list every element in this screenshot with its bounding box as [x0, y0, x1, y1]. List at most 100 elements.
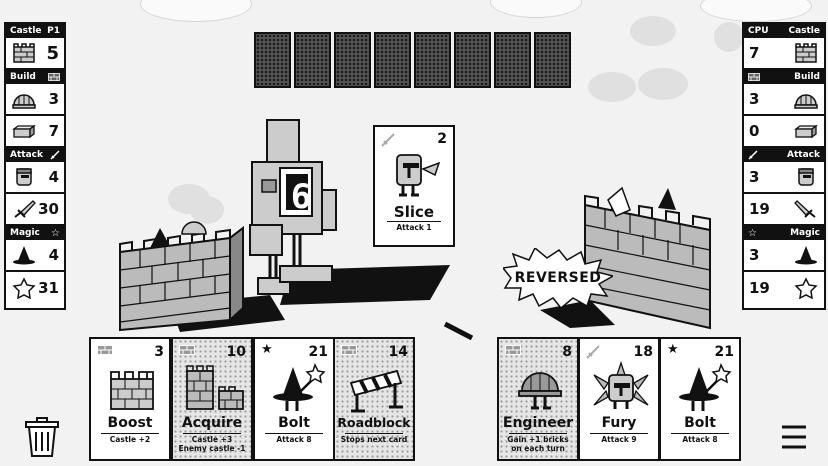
star-value: 31 — [38, 279, 59, 297]
knight-value: 4 — [48, 168, 59, 186]
card-description: Stops next card — [335, 435, 413, 444]
card-description-line: Attack 8 — [682, 435, 718, 444]
helmet-value: 3 — [48, 90, 59, 108]
knight-icon — [593, 361, 649, 409]
card-divider — [183, 433, 241, 434]
knight-icon — [16, 168, 32, 186]
card-description-line: Attack 8 — [276, 435, 312, 444]
player-label: P1 — [47, 26, 60, 36]
cpu-label: CPU — [748, 26, 769, 36]
attack-header: Attack — [6, 148, 64, 162]
status-text: REVERSED — [514, 270, 602, 286]
magic-header: ☆ Magic — [744, 226, 824, 240]
castle-value: 5 — [46, 42, 59, 64]
menu-icon[interactable] — [781, 424, 807, 450]
player-brick-row: 7 — [6, 116, 64, 148]
hand-card-boost[interactable]: 3 Boost Castle +2 — [89, 337, 171, 461]
card-description: Attack 8 — [255, 435, 333, 444]
card-back[interactable] — [254, 32, 291, 88]
thrown-sword — [443, 321, 474, 340]
cpu-card-fury: 18 Fury Attack 9 — [578, 337, 660, 461]
player-stats-panel: Castle P1 5 Build 3 7 Attack 4 30 Magic … — [4, 22, 66, 310]
card-back[interactable] — [414, 32, 451, 88]
helmet-icon — [794, 94, 818, 109]
hand-card-bolt[interactable]: ★ 21 Bolt Attack 8 — [253, 337, 335, 461]
cloud — [588, 72, 636, 102]
helmet-value: 3 — [749, 90, 760, 108]
cloud — [714, 22, 744, 52]
card-name: Slice — [393, 203, 435, 221]
card-divider — [101, 433, 159, 434]
castle-header: Castle P1 — [6, 24, 64, 38]
card-divider — [590, 433, 648, 434]
sword-icon — [381, 133, 395, 147]
brick-icon — [794, 124, 818, 139]
impact-burst — [607, 186, 631, 217]
player-castle-row: 5 — [6, 38, 64, 70]
player-hat-row: 4 — [6, 240, 64, 272]
played-card: 2 Slice Attack 1 — [373, 125, 455, 247]
build-header: Build — [744, 70, 824, 84]
knight-value: 3 — [749, 168, 760, 186]
castle-icon — [795, 43, 817, 63]
battle-scene — [119, 119, 711, 340]
helmet-icon — [181, 221, 207, 235]
magic-label: Magic — [10, 228, 40, 238]
card-description: Castle +2 — [91, 435, 169, 444]
card-back[interactable] — [454, 32, 491, 88]
hat-icon — [13, 246, 35, 265]
card-name: Boost — [107, 415, 153, 431]
hand-card-acquire[interactable]: 10 Acquire Castle +3 Enemy castle -1 — [171, 337, 253, 461]
wizard-icon — [679, 363, 732, 411]
card-back[interactable] — [294, 32, 331, 88]
castle-shadow — [540, 300, 615, 328]
card-name: Bolt — [278, 415, 310, 431]
roadblock-icon — [349, 369, 403, 413]
card-back[interactable] — [334, 32, 371, 88]
card-name: Acquire — [181, 415, 243, 431]
cpu-card-engineer: 8 Engineer Gain +1 bricks on each turn — [497, 337, 579, 461]
card-description-line: Gain +1 bricks — [507, 435, 569, 444]
card-name: Bolt — [684, 415, 716, 431]
card-divider — [509, 433, 567, 434]
castle-label: Castle — [788, 26, 820, 36]
castle-icon — [110, 371, 154, 410]
cpu-stats-panel: CPU Castle 7 Build 3 0 Attack 3 19 ☆ Mag… — [742, 22, 826, 310]
draw-deck[interactable] — [254, 32, 571, 88]
cpu-hat-row: 3 — [744, 240, 824, 272]
build-label: Build — [10, 72, 36, 82]
magic-label: Magic — [790, 228, 820, 238]
card-back[interactable] — [534, 32, 571, 88]
attack-label: Attack — [787, 150, 820, 160]
hand-card-roadblock[interactable]: 14 Roadblock Stops next card — [333, 337, 415, 461]
brick-icon — [97, 345, 113, 355]
castle-value: 7 — [749, 44, 760, 62]
knight-icon — [798, 168, 814, 186]
trash-icon[interactable] — [24, 416, 60, 458]
hat-icon — [150, 228, 170, 248]
sword-icon — [586, 345, 600, 359]
card-description-line: Stops next card — [340, 435, 408, 444]
burst-shape — [503, 248, 613, 308]
cloud — [630, 16, 676, 46]
cpu-helmet-row: 3 — [744, 84, 824, 116]
magic-header: Magic ☆ — [6, 226, 64, 240]
castle-icon — [186, 365, 244, 410]
card-description-line: Enemy castle -1 — [178, 444, 246, 453]
star-icon — [794, 277, 818, 299]
card-divider — [387, 221, 441, 222]
build-label: Build — [794, 72, 820, 82]
cpu-knight-row: 3 — [744, 162, 824, 194]
star-icon — [12, 277, 36, 299]
card-cost: 8 — [562, 344, 572, 360]
smoke-cloud — [190, 196, 224, 224]
robot — [249, 119, 337, 295]
card-back[interactable] — [374, 32, 411, 88]
cpu-castle-row: 7 — [744, 38, 824, 70]
card-description-line: on each turn — [511, 444, 565, 453]
hat-value: 3 — [749, 246, 760, 264]
card-back[interactable] — [494, 32, 531, 88]
sword-value: 19 — [749, 200, 770, 218]
cloud — [638, 68, 688, 100]
cloud — [490, 0, 582, 18]
